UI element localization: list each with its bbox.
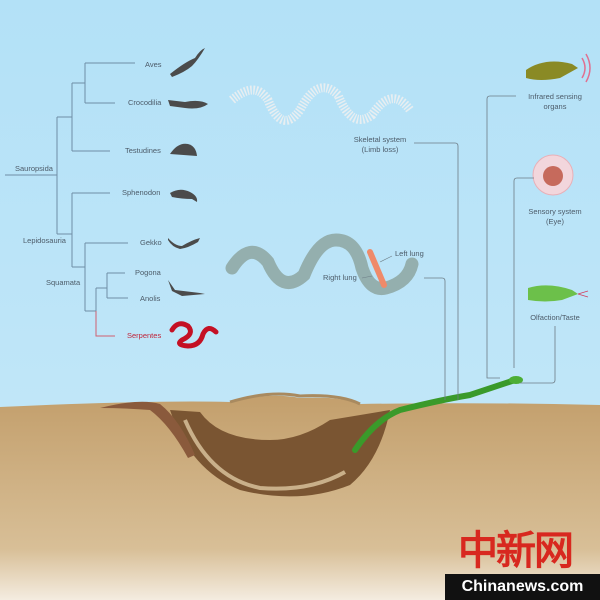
green-snake <box>352 377 518 453</box>
tuatara-icon <box>170 189 198 202</box>
clade-label-lepidosauria: Lepidosauria <box>23 236 66 245</box>
anole-icon <box>168 280 205 296</box>
serpentes-icon <box>169 321 219 349</box>
connector-lines <box>414 95 556 400</box>
taxon-label-pogona: Pogona <box>135 268 161 277</box>
ground <box>0 392 600 600</box>
taxon-label-sphenodon: Sphenodon <box>122 188 161 197</box>
lung-icon <box>367 249 387 288</box>
taxon-label-testudines: Testudines <box>125 146 161 155</box>
olfaction-snake-head-icon <box>528 285 578 302</box>
sensory-system-sublabel: (Eye) <box>546 217 564 226</box>
gecko-icon <box>168 238 200 249</box>
snake-skeleton <box>229 83 414 125</box>
sensory-system-label: Sensory system <box>528 207 582 216</box>
left-lung-label: Left lung <box>395 249 424 258</box>
taxon-label-gekko: Gekko <box>140 238 162 247</box>
right-lung-label: Right lung <box>323 273 357 282</box>
watermark-logo: 中新网 <box>458 527 574 574</box>
bird-icon <box>170 48 205 77</box>
skeletal-system-sublabel: (Limb loss) <box>361 145 399 154</box>
phylogenetic-tree <box>5 62 135 337</box>
taxon-label-crocodilia: Crocodilia <box>128 98 162 107</box>
taxon-label-anolis: Anolis <box>140 294 161 303</box>
snake-body-lungs <box>225 233 419 296</box>
infrared-snake-head-icon <box>526 61 578 80</box>
skeletal-system-label: Skeletal system <box>353 135 407 144</box>
infrared-sublabel: organs <box>543 102 567 111</box>
infrared-label: Infrared sensing <box>528 92 582 101</box>
clade-label-squamata: Squamata <box>46 278 81 287</box>
clade-label-sauropsida: Sauropsida <box>15 164 53 173</box>
olfaction-label: Olfaction/Taste <box>530 313 580 322</box>
turtle-icon <box>170 143 197 156</box>
burrowing-lizard <box>100 401 195 458</box>
taxon-label-serpentes: Serpentes <box>127 331 162 340</box>
taxon-label-aves: Aves <box>145 60 162 69</box>
watermark-site: Chinanews.com <box>445 574 600 600</box>
crocodile-icon <box>168 100 208 109</box>
